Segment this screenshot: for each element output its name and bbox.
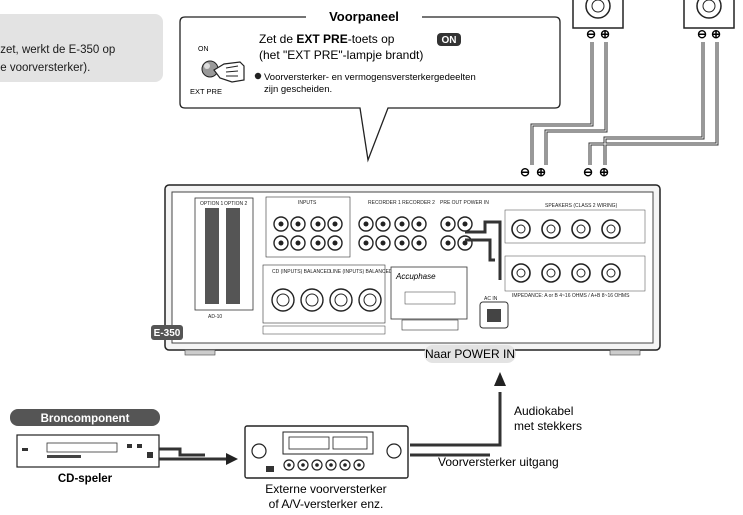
svg-text:OPTION 1: OPTION 1 (200, 201, 224, 207)
audiokabel-line1: Audiokabel (514, 404, 573, 418)
amp-speaker-terminals (511, 219, 621, 283)
panel-brand-label: Accuphase (395, 272, 436, 281)
front-panel-callout: Voorpaneel ON EXT PRE Zet de EXT PRE-toe… (179, 7, 561, 163)
model-badge (151, 325, 183, 340)
amp-terminal-minus-1: ⊖ (520, 165, 530, 179)
panel-speakers-label: SPEAKERS (CLASS 2 WIRING) (545, 203, 618, 209)
amp-terminal-minus-2: ⊖ (583, 165, 593, 179)
spk-left-plus: ⊕ (600, 27, 610, 41)
svg-text:AD-10: AD-10 (208, 314, 222, 320)
switch-ext-label: EXT PRE (190, 87, 222, 96)
naar-power-in-badge (424, 345, 516, 363)
cd-speler-label: CD-speler (58, 473, 113, 485)
cable-arrow-icon (494, 372, 506, 386)
rca-jacks (273, 216, 473, 251)
panel-balanced-line: LINE (INPUTS) BALANCED (330, 269, 393, 275)
callout-bullet-line2: zijn gescheiden. (264, 84, 332, 95)
amp-terminal-plus-1: ⊕ (536, 165, 546, 179)
speaker-left (572, 0, 624, 29)
spk-right-minus: ⊖ (697, 27, 707, 41)
bullet-icon (254, 72, 262, 80)
info-note-line2: rne voorversterker). (0, 62, 91, 74)
panel-impedance-label: IMPEDANCE: A or B 4~16 OHMS / A+B 8~16 O… (512, 293, 630, 299)
panel-ac-label: AC IN (484, 296, 498, 302)
broncomponent-badge (10, 409, 160, 426)
switch-on-label: ON (198, 46, 209, 53)
on-badge (437, 33, 461, 46)
voorversterker-uitgang-label: Voorversterker uitgang (438, 455, 559, 469)
info-note-line1: F zet, werkt de E-350 op (0, 44, 116, 56)
callout-instruction-line2: (het "EXT PRE"-lampje brandt) (259, 48, 423, 62)
extern-line2: of A/V-versterker enz. (269, 497, 384, 511)
spk-left-minus: ⊖ (586, 27, 596, 41)
amp-terminal-plus-2: ⊕ (599, 165, 609, 179)
svg-text:OPTION 2: OPTION 2 (224, 201, 248, 207)
on-badge-label: ON (442, 35, 457, 46)
external-preamp-device (244, 425, 409, 479)
audio-cable (410, 220, 502, 457)
amplifier-rear-panel: OPTION 1 OPTION 2 AD-10 INPUTS RECORDER … (151, 184, 661, 356)
panel-inputs-label: INPUTS (298, 200, 317, 206)
info-note-box: F zet, werkt de E-350 op rne voorverster… (0, 14, 163, 82)
spk-right-plus: ⊕ (711, 27, 721, 41)
cd-player-device (16, 434, 160, 468)
panel-balanced-cd: CD (INPUTS) BALANCED (272, 269, 331, 275)
model-badge-label: E-350 (154, 328, 181, 339)
callout-bullet-line1: Voorversterker- en vermogensversterkerge… (264, 72, 476, 83)
extern-line1: Externe voorversterker (265, 482, 386, 496)
panel-recorder-label: RECORDER 1 RECORDER 2 (368, 200, 435, 206)
xlr-connectors (271, 288, 382, 312)
panel-preout-label: PRE OUT POWER IN (440, 200, 489, 206)
callout-instruction: Zet de EXT PRE-toets op (259, 32, 395, 46)
callout-title: Voorpaneel (329, 9, 399, 24)
speaker-right (683, 0, 735, 29)
audiokabel-line2: met stekkers (514, 419, 582, 433)
broncomponent-label: Broncomponent (41, 413, 130, 425)
cd-arrow-icon (226, 453, 238, 465)
naar-power-in-label: Naar POWER IN (425, 347, 515, 361)
